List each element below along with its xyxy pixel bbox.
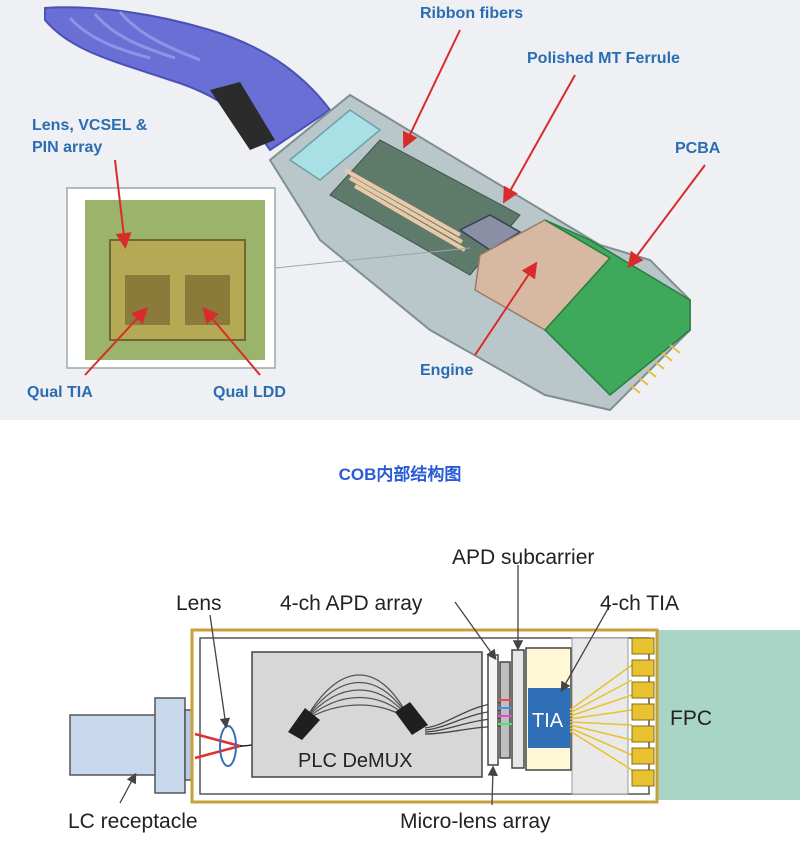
label-polished-mt-ferrule: Polished MT Ferrule [527, 50, 680, 67]
chip-ldd-die [185, 275, 230, 325]
plc-demux-box [251, 651, 483, 778]
plc-coupler-left [288, 708, 320, 740]
label-4ch-tia: 4-ch TIA [600, 592, 679, 615]
fpc-strip [655, 630, 800, 800]
housing-inner [329, 139, 521, 276]
callout-arrows [84, 29, 706, 376]
ribbon-fibers [344, 168, 467, 252]
label-fpc: FPC [670, 707, 712, 730]
label-ribbon-fibers: Ribbon fibers [420, 5, 523, 22]
lc-receptacle-body [69, 714, 161, 776]
chip-tia-die [125, 275, 170, 325]
tia-chip [528, 688, 570, 748]
label-pin-array: PIN array [32, 139, 102, 156]
label-lens-vcsel: Lens, VCSEL & [32, 117, 148, 134]
label-lens: Lens [176, 592, 222, 615]
micro-lens-array [487, 654, 499, 766]
label-apd-subcarrier: APD subcarrier [452, 546, 594, 569]
label-lc-receptacle: LC receptacle [68, 810, 198, 833]
tia-wirebond-area [571, 637, 629, 795]
plc-waveguides [304, 674, 411, 721]
receiver-schematic: TIA APD subcarrier Lens 4-ch APD array 4… [0, 520, 800, 861]
cob-3d-svg: Ribbon fibers Polished MT Ferrule Lens, … [27, 5, 721, 412]
label-4ch-apd-array: 4-ch APD array [280, 592, 423, 615]
pointer-lines [119, 565, 611, 806]
caption-area: COB内部结构图 [0, 420, 800, 520]
apd-subcarrier [511, 649, 525, 769]
plc-coupler-right [395, 702, 428, 735]
cob-3d-illustration: Ribbon fibers Polished MT Ferrule Lens, … [0, 0, 800, 420]
apd-array [499, 661, 511, 759]
plc-output-fibers [424, 701, 511, 735]
label-pcba: PCBA [675, 140, 721, 157]
mt-ferrule [458, 214, 522, 251]
label-qual-ldd: Qual LDD [213, 384, 286, 401]
lc-receptacle-flange [154, 697, 186, 794]
tia-wirebonds [569, 664, 633, 771]
housing-cover-edge [288, 109, 382, 181]
inset-callout-line [274, 247, 471, 269]
fpc-pads [631, 637, 655, 787]
cable-boot [210, 82, 275, 150]
cable-ribs [68, 11, 201, 62]
apd-colored-channels [498, 699, 512, 725]
tia-chip-label: TIA [532, 710, 564, 732]
figure-caption: COB内部结构图 [338, 465, 462, 484]
pcb-gold-fingers [629, 344, 681, 394]
label-micro-lens-array: Micro-lens array [400, 810, 551, 833]
label-engine: Engine [420, 362, 473, 379]
pcba-board [543, 219, 691, 397]
label-plc-demux: PLC DeMUX [298, 750, 412, 772]
label-qual-tia: Qual TIA [27, 384, 93, 401]
receiver-schematic-svg: TIA APD subcarrier Lens 4-ch APD array 4… [68, 546, 800, 833]
